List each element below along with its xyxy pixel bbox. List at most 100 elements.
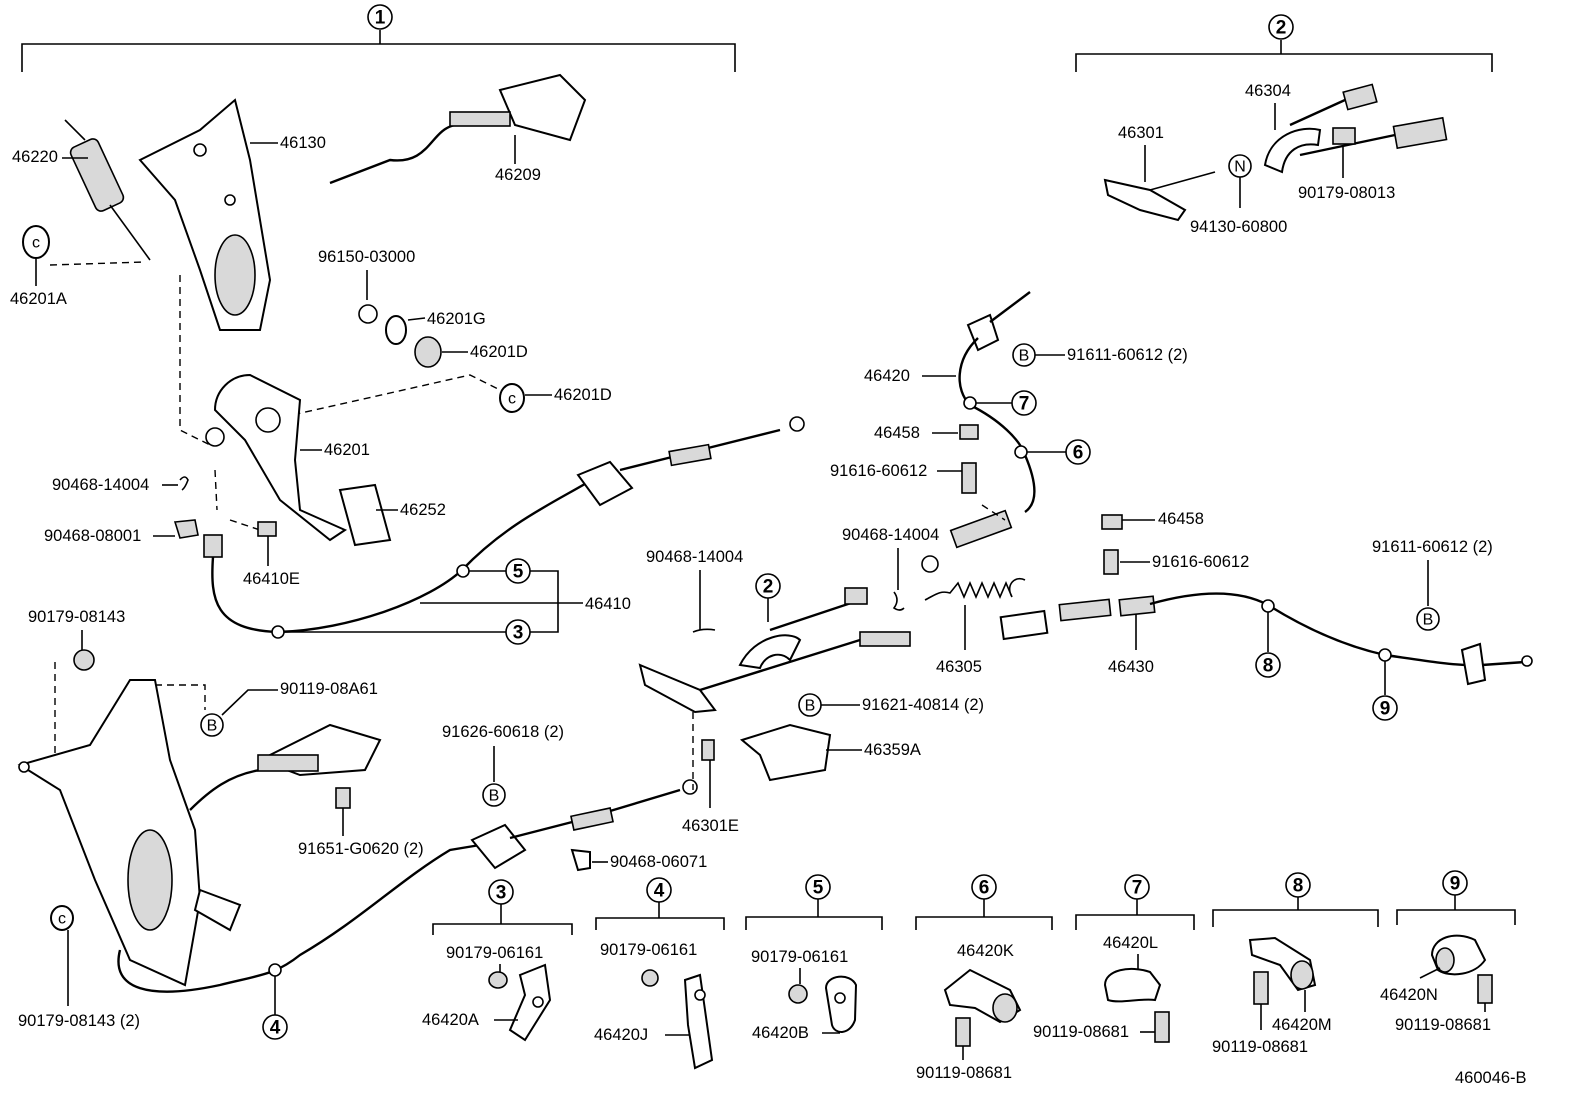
bracket-46130 (138, 98, 272, 331)
label-46130: 46130 (280, 134, 326, 152)
cable-callout-8: 8 (1263, 656, 1274, 677)
label-s8-bolt: 90119-08681 (1212, 1038, 1308, 1056)
damper-46220 (64, 119, 151, 261)
label-96150-03000: 96150-03000 (318, 248, 415, 266)
label-s9-bolt: 90119-08681 (1395, 1016, 1491, 1034)
letter-b-2: B (489, 788, 500, 805)
detail-group-3: 3 90179-06161 46420A (422, 879, 573, 1042)
nut-90179-08143-2 (50, 905, 74, 931)
stud-46301E (701, 739, 715, 761)
equalizer-46301-center (638, 587, 911, 714)
cable-46410 (203, 416, 805, 639)
group-bracket-2: 2 (1075, 14, 1493, 72)
sub-callout-9: 9 (1450, 874, 1461, 895)
bushing-46201G (385, 315, 407, 345)
svg-text:c: c (508, 391, 516, 408)
cable-lower (117, 779, 698, 993)
group-callout-1: 1 (375, 8, 386, 29)
lower-bracket-assembly (17, 679, 382, 987)
label-46201: 46201 (324, 441, 370, 459)
label-91651-G0620: 91651-G0620 (2) (298, 840, 424, 858)
detail-group-9: 9 46420N 90119-08681 (1380, 870, 1516, 1034)
label-90468-06071: 90468-06071 (610, 853, 707, 871)
label-46410: 46410 (585, 595, 631, 613)
detail-group-6: 6 46420K 90119-08681 (915, 874, 1053, 1082)
label-s5-part: 46420B (752, 1024, 809, 1042)
clip-90468-08001 (173, 519, 199, 539)
sub-callout-7: 7 (1132, 878, 1143, 899)
sub-callout-4: 4 (654, 881, 665, 902)
cable-callout-7: 7 (1019, 394, 1030, 415)
letter-b-3: B (805, 698, 816, 715)
label-s3-bolt: 90179-06161 (446, 944, 543, 962)
svg-text:c: c (32, 235, 40, 252)
label-46301: 46301 (1118, 124, 1164, 142)
group-callout-2-mid: 2 (763, 577, 774, 598)
bushing-46201D-b (499, 383, 525, 413)
bracket-46359A (739, 723, 832, 782)
label-46201G: 46201G (427, 310, 486, 328)
cable-callout-3: 3 (513, 623, 524, 644)
cable-46430 (999, 592, 1533, 686)
clip-46458-a (959, 424, 979, 440)
label-94130-60800: 94130-60800 (1190, 218, 1287, 236)
sub-callout-5: 5 (813, 878, 824, 899)
sub-callout-6: 6 (979, 878, 990, 899)
label-90468-08001: 90468-08001 (44, 527, 141, 545)
cap-46201A: c (22, 225, 50, 259)
detail-group-4: 4 90179-06161 46420J (594, 877, 725, 1070)
label-90468-14004-b: 90468-14004 (646, 548, 743, 566)
label-90179-08143: 90179-08143 (28, 608, 125, 626)
label-s4-part: 46420J (594, 1026, 648, 1044)
label-90468-14004-c: 90468-14004 (842, 526, 939, 544)
label-46458-a: 46458 (874, 424, 920, 442)
label-91611-60612-b: 91611-60612 (2) (1372, 538, 1493, 556)
label-90179-08013: 90179-08013 (1298, 184, 1395, 202)
label-90179-08143-2: 90179-08143 (2) (18, 1012, 140, 1030)
cable-callout-6: 6 (1073, 443, 1084, 464)
label-46420: 46420 (864, 367, 910, 385)
label-s7-part: 46420L (1103, 934, 1158, 952)
clip-90468-06071 (570, 848, 591, 872)
clip-90468-14004-b (692, 628, 716, 633)
label-91621-40814: 91621-40814 (2) (862, 696, 984, 714)
clip-46458-b (1101, 514, 1123, 530)
label-46430: 46430 (1108, 658, 1154, 676)
label-46220: 46220 (12, 148, 58, 166)
label-91616-60612-b: 91616-60612 (1152, 553, 1249, 571)
detail-group-7: 7 46420L 90119-08681 (1033, 874, 1195, 1043)
group-callout-2: 2 (1276, 18, 1287, 39)
cable-handle-46209 (329, 73, 587, 185)
label-s6-bolt: 90119-08681 (916, 1064, 1012, 1082)
label-s9-part: 46420N (1380, 986, 1438, 1004)
bushing-46201D-a (414, 336, 442, 368)
label-46252: 46252 (400, 501, 446, 519)
label-46209: 46209 (495, 166, 541, 184)
label-91611-60612-a: 91611-60612 (2) (1067, 346, 1188, 364)
cable-callout-4: 4 (270, 1018, 281, 1039)
letter-b-4: B (1019, 348, 1030, 365)
bolt-91616-60612-b (1103, 549, 1119, 575)
label-s3-part: 46420A (422, 1011, 479, 1029)
label-s8-part: 46420M (1272, 1016, 1332, 1034)
label-46201D-a: 46201D (470, 343, 528, 361)
sub-callout-3: 3 (496, 883, 507, 904)
label-91616-60612-a: 91616-60612 (830, 462, 927, 480)
clip-90468-14004-c (892, 591, 905, 611)
label-46410E: 46410E (243, 570, 300, 588)
label-46301E: 46301E (682, 817, 739, 835)
cable-46420 (921, 291, 1036, 573)
pin-46410E (257, 521, 277, 537)
clip-90468-14004-a (179, 476, 189, 491)
diagram-id: 460046-B (1455, 1069, 1527, 1087)
bolt-91616-60612-a (961, 462, 977, 494)
letter-b-5: B (1423, 612, 1434, 629)
label-46201D-b: 46201D (554, 386, 612, 404)
group-bracket-1: 1 (21, 4, 736, 72)
label-46359A: 46359A (864, 741, 921, 759)
letter-n: N (1234, 159, 1246, 176)
label-s6-part: 46420K (957, 942, 1014, 960)
nut-90179-08143 (73, 649, 95, 671)
equalizer-46304 (1263, 83, 1448, 174)
